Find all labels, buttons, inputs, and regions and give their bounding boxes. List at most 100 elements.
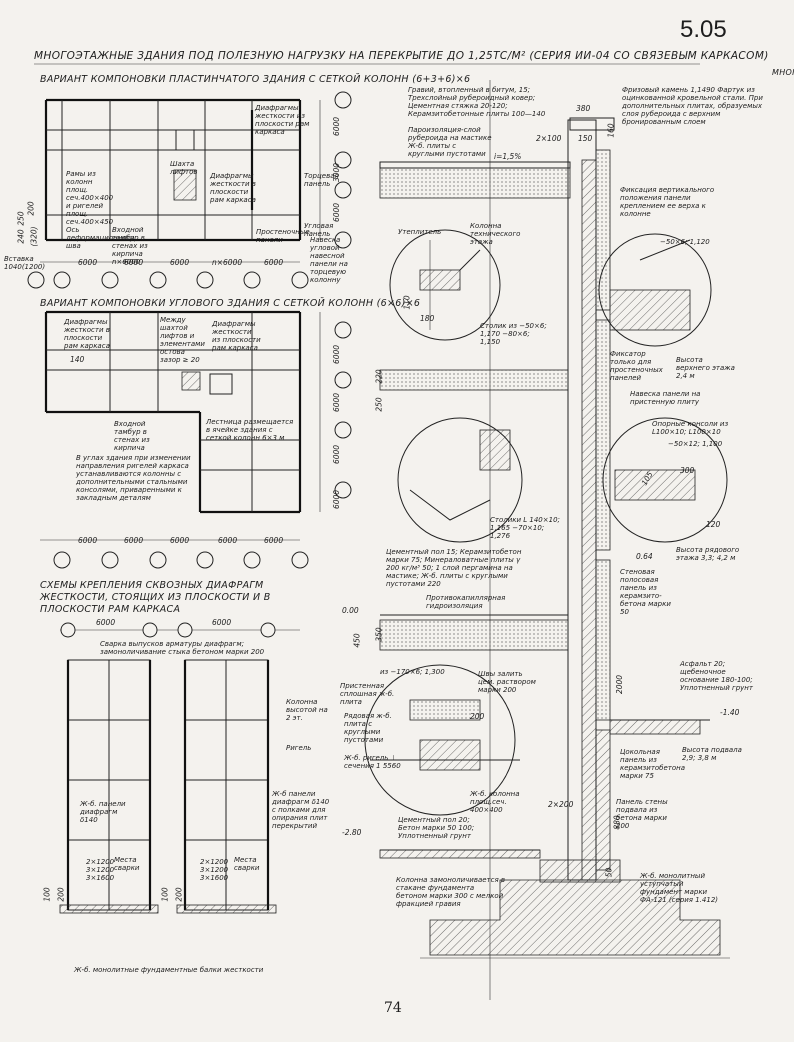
dim-scheme-3: 100 [42,887,52,902]
dim-50: 50 [604,867,614,878]
dim-plate-4: n×6000 [212,258,243,267]
dim-corner-1: 6000 [78,536,98,545]
sheet-number: 5.05 [680,16,727,43]
plate-plan [27,91,352,289]
label-dim-170: из −170×6; 1,300 [380,668,445,676]
dim-scheme-5: 100 [160,887,170,902]
dim-corner-3: 6000 [170,536,190,545]
label-partition-panels: Простеночные панели [256,228,310,244]
dim-300: 300 [680,466,695,475]
dim-corner-4: 6000 [218,536,238,545]
dim-corner-9: 6000 [332,489,342,510]
dim-2x200: 2×200 [548,800,574,809]
dim-corner-7: 6000 [332,392,342,413]
plate-plan-title: ВАРИАНТ КОМПОНОВКИ ПЛАСТИНЧАТОГО ЗДАНИЯ … [40,74,471,85]
label-basement-height: Высота подвала 2,9; 3,8 м [682,746,742,762]
dim-plate-6: 6000 [332,116,342,137]
dim-150: 150 [578,134,593,143]
dim-plate-3: 6000 [170,258,190,267]
dim-corner-5: 6000 [264,536,284,545]
dim-200: 200 [470,712,485,721]
label-vestibule: Входной тамбур в стенах из кирпича n×600… [112,226,148,266]
label-diaphragm-out: Диафрагмы жесткости из плоскости рам кар… [255,104,310,136]
dim-160: 160 [606,123,616,138]
label-level-280: -2.80 [342,828,362,837]
dim-2000: 2000 [615,674,625,695]
dim-plate-1: 6000 [78,258,98,267]
label-corner-diaphragm-plane: Диафрагмы жесткости в плоскости рам карк… [64,318,110,350]
dim-110: 110 [402,295,412,310]
label-weld-note: Сварка выпусков арматуры диафрагм; замон… [100,640,265,656]
dim-2x100: 2×100 [536,134,562,143]
dim-scheme-4: 200 [56,887,66,902]
label-between-shafts: Между шахтой лифтов и элементами остова … [160,316,205,364]
page-number: 74 [384,1000,402,1016]
label-column-embed: Колонна замоноличивается в стакане фунда… [396,876,506,908]
label-floor-height: Высота рядового этажа 3,3; 4,2 м [676,546,740,562]
dim-250: 250 [374,397,384,412]
label-panel-diaphragm: Ж-б. панели диафрагм δ140 [80,800,126,824]
corner-plan-title: ВАРИАНТ КОМПОНОВКИ УГЛОВОГО ЗДАНИЯ С СЕТ… [40,298,421,309]
label-wall-panel: Стеновая полосовая панель из керамзито-б… [620,568,671,616]
label-elevator-shaft: Шахта лифтов [170,160,198,176]
label-support-cons: Опорные консоли из L100×10; L100×10 [652,420,729,436]
label-table2: Столики L 140×10; 1,165 −70×10; 1,276 [490,516,560,540]
dim-scheme-right: 2×1200 3×1200 3×1600 [200,858,229,882]
dim-plate-12: (320) [29,226,39,247]
dim-scheme-2: 6000 [212,618,232,627]
label-level-000: 0.00 [342,606,359,615]
label-joint-axis: Ось деформационного шва [66,226,135,250]
label-fixation: Фиксация вертикального положения панели … [620,186,715,218]
label-base-panel: Цокольная панель из керамзитобетона марк… [620,748,686,780]
corner-plan [40,310,352,569]
label-column-section: Ж-б. колонна площ.сеч. 400×400 [470,790,520,814]
label-vapor-barrier: Пароизоляция-слой рубероида на мастике [408,126,492,142]
label-corners-note: В углах здания при изменении направления… [76,454,191,502]
label-diaphragm-plane: Диафрагмы жесткости в плоскости рам карк… [210,172,256,204]
label-weld-spots-1: Места сварки [114,856,140,872]
dim-180: 180 [420,314,435,323]
dim-plate-10: 250 [16,211,26,226]
label-angle-50: −50×6; 1,120 [660,238,710,246]
dim-scheme-left: 2×1200 3×1200 3×1600 [86,858,115,882]
dim-plate-2: 6000 [124,258,144,267]
dim-corner-6: 6000 [332,344,342,365]
label-angle1: Столик из −50×6; 1,170 −80×6; 1,150 [480,322,547,346]
label-insulation: Утеплитель [398,228,442,236]
label-girder: Ригель [286,744,312,752]
label-fixator: Фиксатор только для простеночных панелей [610,350,663,382]
main-title: МНОГОЭТАЖНЫЕ ЗДАНИЯ ПОД ПОЛЕЗНУЮ НАГРУЗК… [34,50,769,62]
label-slope: i=1,5% [494,152,522,161]
label-level-140: -1.40 [720,708,740,717]
label-row-slab: Рядовая ж-б. плита с круглыми пустотами [344,712,392,744]
label-mark-064: 0.64 [636,552,653,561]
label-asphalt: Асфальт 20; щебеночное основание 180-100… [680,660,753,692]
dim-scheme-1: 6000 [96,618,116,627]
dim-plate-11: 200 [26,201,36,216]
label-weld-spots-2: Места сварки [234,856,260,872]
label-corner-vestibule: Входной тамбур в стенах из кирпича [114,420,150,452]
label-plate-50-12: −50×12; 1,100 [668,440,723,448]
dim-plate-8: 6000 [332,202,342,223]
wall-section [364,80,728,1000]
dim-880: 880 [612,815,622,830]
label-wall-slab: Пристенная сплошная ж-б. плита [340,682,395,706]
dim-scheme-6: 200 [174,887,184,902]
dim-corner-8: 6000 [332,444,342,465]
label-roof-layers: Гравий, втопленный в битум, 15; Трехслой… [408,86,546,118]
dim-120: 120 [706,520,721,529]
label-frames: Рамы из колонн площ. сеч.400×400 и ригел… [66,170,114,226]
dim-plate-9: 240 [16,229,26,244]
label-cement-floor: Цементный пол 15; Керамзитобетон марки 7… [386,548,522,588]
dim-corner-2: 6000 [124,536,144,545]
label-end-panel: Торцевая панель [304,172,339,188]
label-hollow-slabs: Ж-б. плиты с круглыми пустотами [408,142,486,158]
label-girder-section: Ж-б. ригель ⊥ сечения 1 5560 [344,754,401,770]
diaphragm-frames [59,622,300,914]
label-column-height: Колонна высотой на 2 эт. [286,698,328,722]
dim-220: 220 [374,369,384,384]
label-staircase: Лестница размещается в ячейке здания с с… [206,418,294,442]
label-basement-panel: Панель стены подвала из бетона марки 200 [616,798,668,830]
label-insert: Вставка 1040(1200) [4,255,46,271]
label-foundation: Ж-б. монолитный уступчатый фундамент мар… [640,872,719,904]
